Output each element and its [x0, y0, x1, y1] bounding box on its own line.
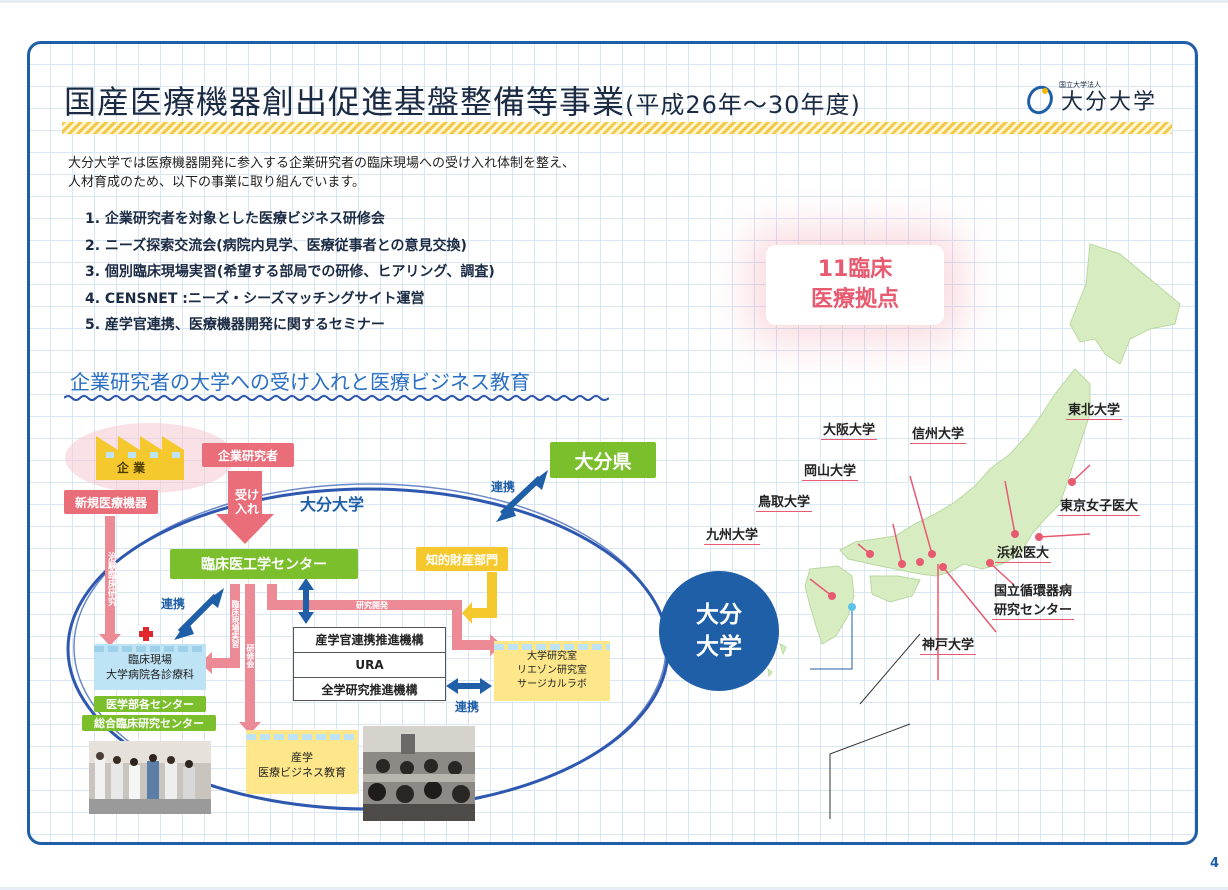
lab-line: サージカルラボ: [517, 679, 587, 690]
title-main: 国産医療機器創出促進基盤整備等事業: [64, 83, 626, 121]
univ-label-okayama: 岡山大学: [802, 460, 859, 481]
program-item: 1. 企業研究者を対象とした医療ビジネス研修会: [85, 211, 385, 227]
accept-label: 受け入れ: [234, 488, 259, 516]
univ-label-hamamatsu: 浜松医大: [995, 542, 1052, 563]
oita-line: 大分: [696, 602, 742, 628]
section-heading-underline: [64, 395, 609, 401]
univ-label-kyushu: 九州大学: [704, 524, 761, 545]
vertical-label: 臨床現場実習: [231, 600, 240, 648]
org-line: 全学研究推進機構: [321, 683, 418, 697]
hospital-line: 大学病院各診療科: [106, 668, 194, 681]
new-device-label: 新規医療機器: [64, 490, 158, 514]
program-item: 5. 産学官連携、医療機器開発に関するセミナー: [85, 317, 385, 333]
japan-map: [767, 243, 1181, 819]
oita-line: 大学: [696, 634, 742, 660]
page-number: 4: [1210, 856, 1220, 871]
vertical-label: 研修会: [246, 644, 255, 668]
oita-logo-mark-icon: [1027, 85, 1053, 115]
content-panel: 国産医療機器創出促進基盤整備等事業(平成26年〜30年度) 国立大学法人 大分大…: [27, 41, 1198, 845]
hospital-line: 臨床現場: [128, 653, 172, 666]
hospital-photo: [89, 741, 211, 814]
lab-line: リエゾン研究室: [517, 665, 587, 676]
univ-label-ncvc-line2: 研究センター: [992, 599, 1075, 620]
hub-badge: 11臨床 医療拠点: [766, 245, 944, 325]
oita-univ-badge: 大分 大学: [659, 571, 779, 691]
hub-line: 医療拠点: [810, 287, 899, 312]
title-period: (平成26年〜30年度): [625, 91, 861, 119]
med-centers-label: 医学部各センター: [94, 696, 206, 712]
ip-dept-label: 知的財産部門: [416, 547, 508, 571]
title-underline: [62, 122, 1172, 134]
oita-pref-label: 大分県: [550, 442, 656, 478]
education-box: 産学 医療ビジネス教育: [246, 730, 358, 794]
program-item: 2. ニーズ探索交流会(病院内見学、医療従事者との意見交換): [85, 237, 467, 254]
seminar-photo: [363, 726, 475, 821]
hub-line: 11臨床: [817, 257, 893, 282]
oita-univ-label: 大分大学: [300, 495, 365, 514]
university-logo: 国立大学法人 大分大学: [1025, 81, 1158, 116]
lab-line: 大学研究室: [527, 651, 577, 662]
univ-label-tottori: 鳥取大学: [756, 491, 813, 512]
hospital-box: 臨床現場 大学病院各診療科: [94, 644, 206, 690]
univ-label-ncvc-line1: 国立循環器病: [994, 584, 1073, 599]
univ-label-kobe: 神戸大学: [920, 634, 977, 655]
edu-line: 医療ビジネス教育: [258, 766, 346, 779]
clinical-research-center-label: 総合臨床研究センター: [82, 715, 216, 731]
univ-label-tokyo-joshi: 東京女子医大: [1058, 495, 1141, 516]
edu-line: 産学: [291, 751, 313, 764]
univ-label-osaka: 大阪大学: [821, 419, 878, 440]
renkei-label: 連携: [161, 597, 186, 611]
intro-line: 大分大学では医療機器開発に参入する企業研究者の臨床現場への受け入れ体制を整え、: [68, 156, 576, 171]
vertical-label: 治験臨床研究: [106, 552, 116, 606]
renkei-label: 連携: [491, 480, 516, 494]
company-label: 企 業: [116, 460, 146, 475]
bottom-rule: [0, 887, 1228, 890]
org-box: 産学官連携推進機構 URA 全学研究推進機構: [293, 627, 446, 701]
hospital-cross-icon: [138, 626, 154, 642]
clinical-center-label: 臨床医工学センター: [170, 549, 358, 579]
program-item: 3. 個別臨床現場実習(希望する部局での研修、ヒアリング、調査): [85, 264, 495, 280]
renkei-label: 連携: [455, 700, 480, 714]
lab-box: 大学研究室 リエゾン研究室 サージカルラボ: [494, 641, 610, 701]
org-line: URA: [294, 653, 445, 678]
section-heading: 企業研究者の大学への受け入れと医療ビジネス教育: [70, 370, 530, 394]
logo-name: 大分大学: [1061, 90, 1158, 115]
univ-label-tohoku: 東北大学: [1066, 399, 1123, 420]
logo-small-text: 国立大学法人: [1059, 81, 1101, 89]
org-line: 産学官連携推進機構: [294, 628, 445, 653]
univ-label-shinshu: 信州大学: [910, 423, 967, 444]
program-list: 1. 企業研究者を対象とした医療ビジネス研修会 2. ニーズ探索交流会(病院内見…: [85, 208, 495, 341]
research-dev-label: 研究開発: [356, 601, 388, 610]
top-rule: [0, 0, 1228, 3]
intro-paragraph: 大分大学では医療機器開発に参入する企業研究者の臨床現場への受け入れ体制を整え、 …: [68, 154, 668, 192]
page-title: 国産医療機器創出促進基盤整備等事業(平成26年〜30年度): [64, 77, 861, 123]
intro-line: 人材育成のため、以下の事業に取り組んでいます。: [68, 175, 366, 190]
company-researcher-label: 企業研究者: [202, 443, 294, 467]
factory-icon: [96, 436, 184, 480]
program-item: 4. CENSNET :ニーズ・シーズマッチングサイト運営: [85, 290, 425, 307]
